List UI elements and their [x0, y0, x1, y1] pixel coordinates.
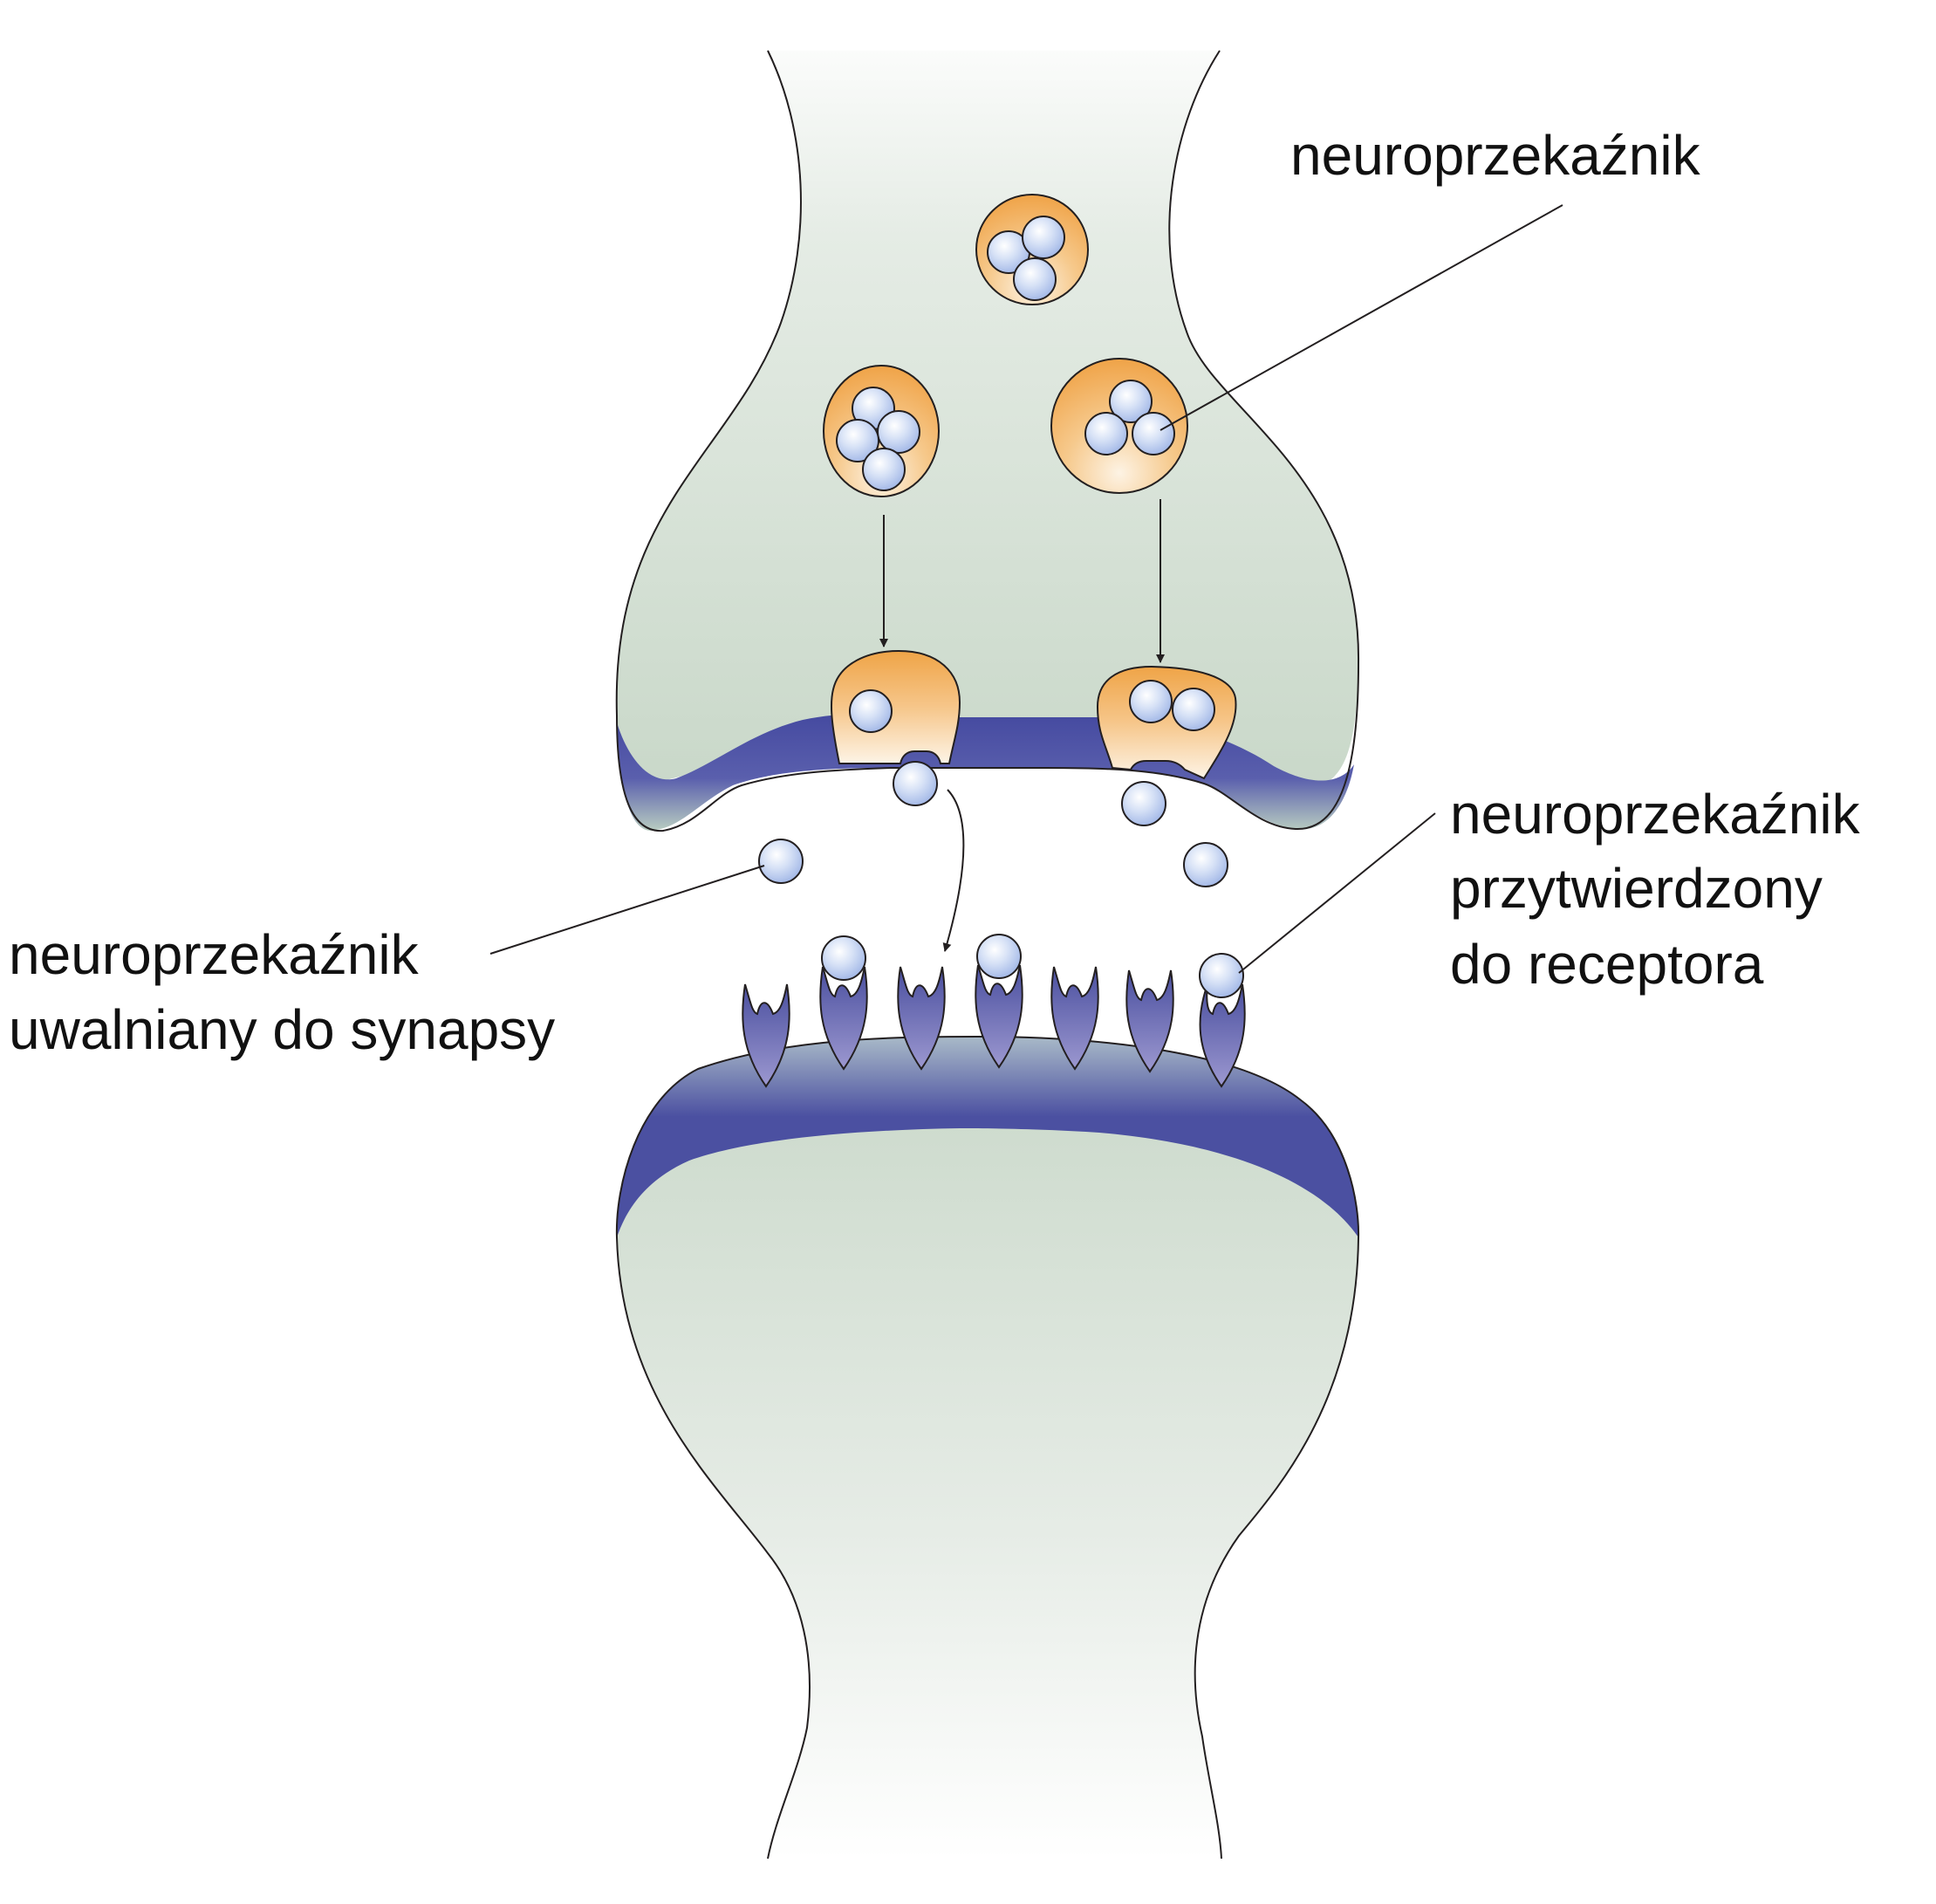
docked-neurotransmitter — [1172, 688, 1215, 731]
receptor — [975, 934, 1023, 1069]
receptor-body — [1125, 969, 1174, 1073]
arrow-diffusion — [942, 789, 965, 952]
released-neurotransmitter — [1121, 781, 1166, 826]
neurotransmitter-molecule — [836, 419, 879, 462]
neurotransmitter-molecule — [877, 410, 920, 454]
docked-vesicle-right — [1096, 665, 1237, 780]
released-neurotransmitter — [893, 761, 938, 806]
bound-neurotransmitter — [1199, 953, 1244, 998]
receptor — [1125, 969, 1174, 1073]
receptor-body — [975, 964, 1023, 1069]
postsynaptic-cell-body — [616, 1037, 1359, 1859]
neurotransmitter-molecules — [758, 680, 1228, 887]
label-bound-line2: przytwierdzony — [1450, 857, 1823, 920]
label-vesicle-neurotransmitter: neuroprzekaźnik — [1290, 124, 1701, 187]
neurotransmitter-molecule — [1022, 216, 1065, 259]
postsynaptic-membrane — [616, 1037, 1359, 1237]
neurotransmitter-molecule — [1132, 412, 1175, 455]
receptor — [819, 935, 868, 1071]
receptor-body — [1199, 983, 1246, 1088]
receptor — [1199, 953, 1246, 1088]
presynaptic-cell-body — [616, 51, 1359, 789]
released-neurotransmitter — [1183, 842, 1228, 887]
vesicle — [1050, 357, 1189, 495]
receptor — [742, 983, 790, 1088]
leader-lines — [489, 204, 1563, 974]
presynaptic-outline — [615, 50, 1360, 832]
label-released-line1: neuroprzekaźnik — [9, 923, 420, 986]
neurotransmitter-molecule — [1084, 412, 1128, 455]
label-released-line2: uwalniany do synapsy — [9, 998, 555, 1061]
vesicle — [822, 364, 941, 498]
docked-neurotransmitter — [849, 689, 893, 733]
presynaptic-terminal — [615, 50, 1360, 832]
neurotransmitter-molecule — [1109, 380, 1153, 423]
label-bound-line1: neuroprzekaźnik — [1450, 783, 1861, 846]
label-bound-line3: do receptora — [1450, 933, 1764, 996]
postsynaptic-outline — [615, 1035, 1360, 1859]
release-arrows — [879, 499, 1165, 952]
receptor-body — [819, 966, 868, 1071]
docked-neurotransmitter — [1129, 680, 1173, 723]
receptor-body — [742, 983, 790, 1088]
leader-vesicle — [1160, 204, 1563, 431]
vesicle — [975, 193, 1090, 306]
synaptic-vesicles — [822, 193, 1189, 498]
receptor — [1050, 966, 1099, 1071]
neurotransmitter-molecule — [1013, 257, 1057, 301]
receptor-body — [1050, 966, 1099, 1071]
receptor-body — [897, 966, 946, 1071]
docked-vesicle-left — [830, 649, 961, 764]
receptors — [742, 934, 1246, 1088]
postsynaptic-terminal — [615, 1035, 1360, 1859]
leader-released — [489, 865, 765, 955]
released-neurotransmitter — [758, 839, 804, 884]
neurotransmitter-molecule — [862, 448, 906, 491]
bound-neurotransmitter — [976, 934, 1022, 979]
leader-bound — [1238, 812, 1436, 974]
bound-neurotransmitter — [821, 935, 866, 981]
labels: neuroprzekaźnik neuroprzekaźnik uwalnian… — [9, 124, 1861, 1061]
receptor — [897, 966, 946, 1071]
